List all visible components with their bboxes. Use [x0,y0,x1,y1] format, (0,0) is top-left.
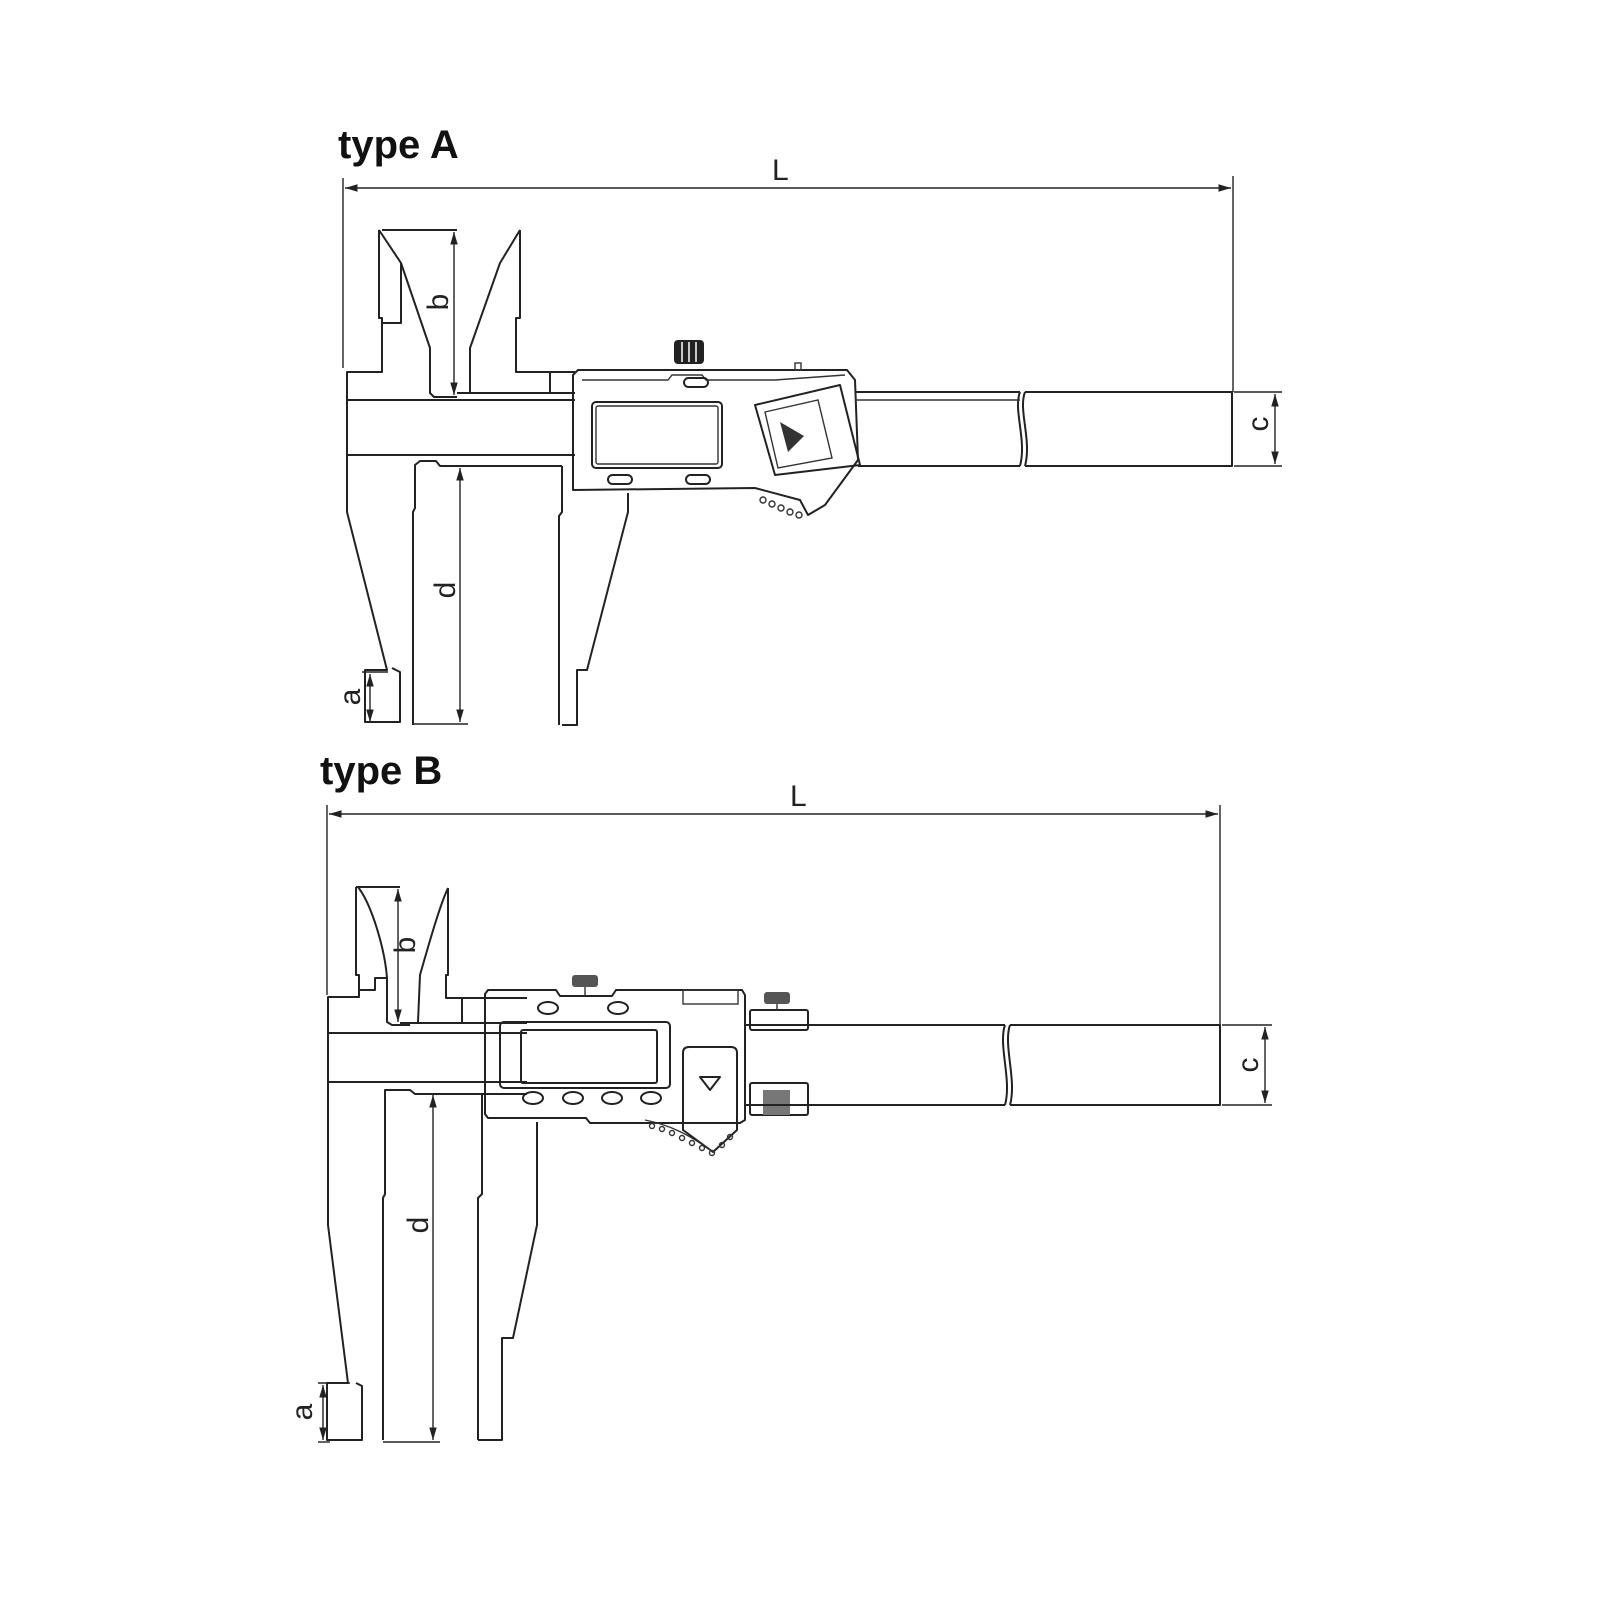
type-a-slider [572,340,861,519]
type-b-fixed-jaw [326,886,410,1441]
type-a-caliper: type A L [334,123,1282,726]
type-b-dimension-c: c [1222,1024,1272,1106]
type-b-dimension-L: L [326,780,1221,1027]
type-a-dimension-b: b [422,232,458,395]
type-a-dimension-c: c [1234,391,1282,467]
type-b-label-b: b [389,937,422,954]
outline-stroke [595,405,719,465]
type-b-dimension-d: d [383,1095,440,1443]
outline-stroke [777,504,785,512]
type-b-button-panel [682,1046,738,1153]
outline-stroke [749,1009,809,1031]
outline-stroke [582,374,846,381]
outline-stroke [658,1125,666,1133]
type-a-thumb-wheel [759,496,803,519]
outline-stroke [688,1139,696,1147]
outline-stroke [698,1144,706,1152]
type-b-label-d: d [402,1217,435,1234]
type-b-knob-icon [572,975,598,987]
outline-stroke [520,1029,658,1084]
type-a-button [685,474,711,485]
outline-stroke [484,989,746,1124]
type-a-fixed-jaw [346,229,457,723]
type-b-display [499,1021,671,1089]
outline-stroke [726,1133,734,1141]
type-b-button [601,1091,623,1105]
outline-stroke [644,1119,714,1153]
type-b-label-c: c [1232,1058,1265,1073]
type-a-label-d: d [429,582,462,599]
type-a-label-L: L [772,154,789,187]
type-b-moving-lower-jaw [478,1122,538,1441]
type-b-title: type B [320,749,442,793]
type-a-moving-upper-jaw [469,229,575,393]
type-b-button [522,1091,544,1105]
type-a-beam-right [855,391,1233,467]
type-b-slider [484,975,746,1157]
outline-stroke [768,500,776,508]
type-b-caliper: type B L [286,749,1272,1443]
outline-stroke [764,399,833,469]
type-b-thumb-wheel [644,1119,734,1157]
type-b-fine-adjust-clamp [749,992,809,1116]
type-a-label-b: b [422,294,455,311]
outline-stroke [718,1141,726,1149]
outline-stroke [668,1129,676,1137]
outline-stroke [572,369,859,516]
type-a-dimension-a: a [334,671,388,722]
outline-stroke [794,362,802,371]
outline-stroke [795,511,803,519]
type-b-dimension-a: a [286,1382,350,1443]
type-a-button [683,377,709,388]
outline-stroke [786,508,794,516]
type-b-label-L: L [790,780,807,813]
type-b-button [640,1091,662,1105]
type-b-dimension-b: b [389,889,422,1022]
type-a-label-a: a [334,688,367,705]
type-a-inner-jaw [412,460,563,725]
type-b-clamp-knob-icon [764,992,790,1004]
outline-stroke [759,496,767,504]
type-a-display [591,401,723,469]
type-b-triangle-icon [699,1076,721,1091]
type-b-roller-icon [763,1090,790,1115]
type-a-button [607,474,633,485]
type-a-button-panel [754,384,861,476]
type-a-dimension-L: L [342,154,1234,392]
outline-stroke [708,1149,716,1157]
type-b-label-a: a [286,1403,319,1420]
type-b-button [537,1001,559,1015]
type-a-moving-lower-jaw [562,493,629,726]
type-b-inner-jaw [382,1089,527,1440]
type-a-play-triangle-icon [780,422,804,452]
type-a-title: type A [338,123,459,167]
type-b-button [562,1091,584,1105]
type-b-button [607,1001,629,1015]
type-a-dimension-d: d [413,468,468,725]
type-b-beam-right [745,1024,1221,1106]
type-a-label-c: c [1242,417,1275,432]
outline-stroke [648,1122,656,1130]
outline-stroke [678,1134,686,1142]
type-b-moving-upper-jaw [417,887,527,1023]
type-b-battery-cover [682,989,739,1005]
